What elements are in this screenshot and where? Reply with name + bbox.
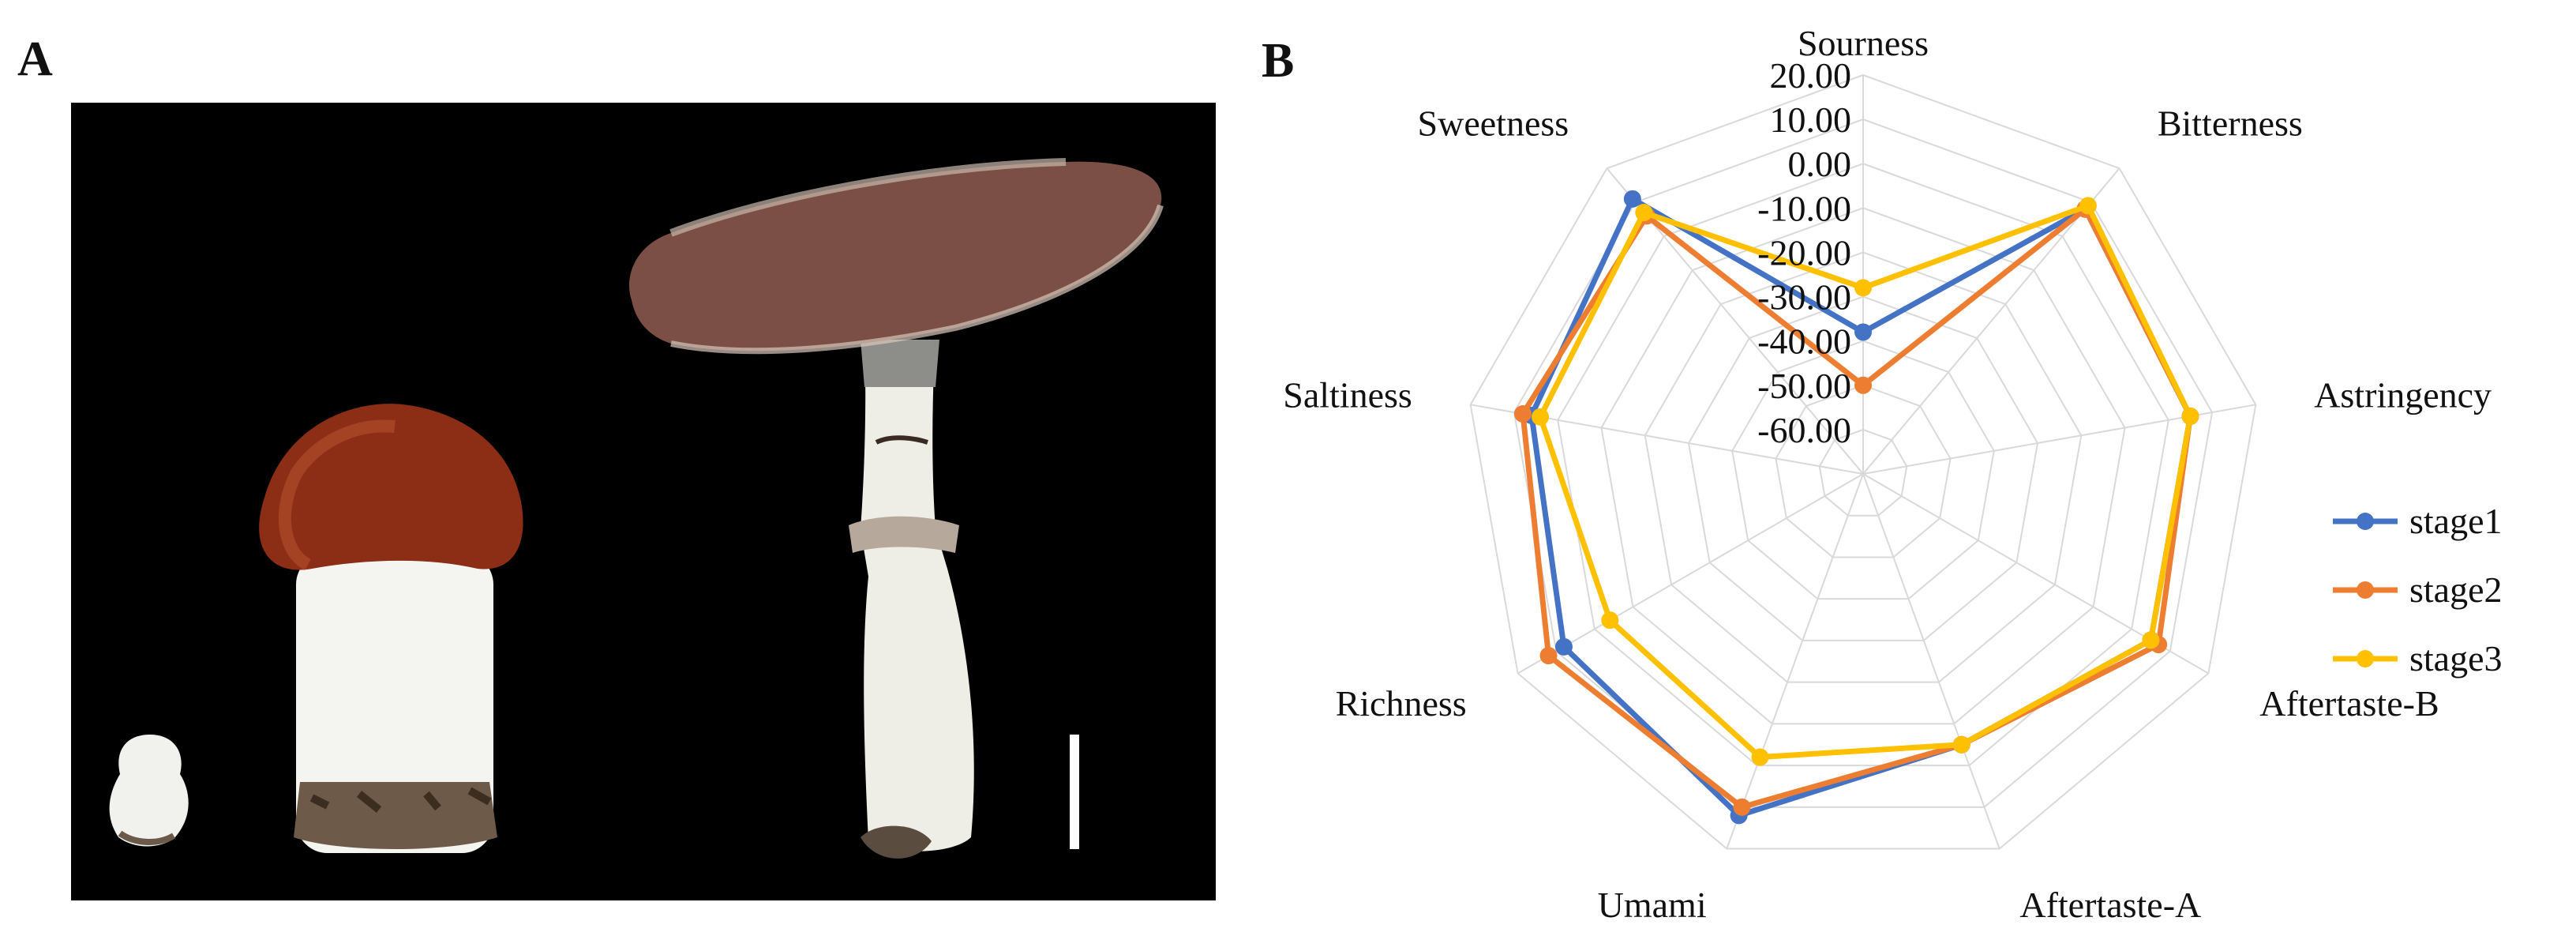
axis-label: Saltiness (1283, 374, 1412, 415)
data-point (1554, 637, 1573, 656)
tick-label: 10.00 (1770, 100, 1852, 140)
mushroom-egg-stage-icon (259, 404, 523, 853)
mushroom-button-stage-icon (109, 735, 189, 847)
radar-chart: 20.0010.000.00-10.00-20.00-30.00-40.00-5… (1283, 23, 2503, 925)
panel-letter-b: B (1262, 34, 1295, 88)
grid-ring (1818, 428, 1908, 517)
tick-label: 20.00 (1770, 55, 1852, 96)
grid-ring (1731, 340, 1995, 600)
grid-spoke (1517, 473, 1864, 675)
grid-ring (1644, 251, 2083, 683)
tick-label: -10.00 (1757, 188, 1851, 228)
grid-spoke (1726, 473, 1864, 849)
axis-label: Astringency (2314, 374, 2492, 415)
legend-label: stage2 (2409, 569, 2503, 610)
data-point (1532, 408, 1550, 426)
grid-ring (1513, 118, 2214, 808)
axis-label: Sourness (1798, 23, 1929, 63)
grid-ring (1687, 295, 2039, 641)
tick-label: -30.00 (1757, 277, 1851, 318)
axis-label: Richness (1336, 683, 1467, 724)
legend-label: stage1 (2409, 501, 2503, 541)
tick-label: 0.00 (1788, 144, 1852, 184)
legend-marker (2357, 513, 2374, 530)
series-stage3 (1532, 197, 2199, 766)
legend-entry-stage1: stage1 (2333, 501, 2503, 541)
grid-ring (1469, 73, 2257, 850)
radar-legend: stage1 stage2 stage3 (2333, 501, 2503, 679)
tick-label: -50.00 (1757, 366, 1851, 406)
data-point (1539, 647, 1558, 665)
data-point (1751, 748, 1769, 766)
radar-labels: 20.0010.000.00-10.00-20.00-30.00-40.00-5… (1283, 23, 2492, 925)
legend-marker (2357, 650, 2374, 667)
mushroom-mature-stage-icon (629, 158, 1164, 859)
data-point (1733, 798, 1751, 816)
data-point (1854, 376, 1872, 394)
data-point (1635, 204, 1653, 222)
legend-label: stage3 (2409, 638, 2503, 679)
grid-ring (1600, 207, 2126, 725)
axis-label: Aftertaste-B (2259, 683, 2439, 724)
tick-label: -60.00 (1757, 410, 1851, 450)
series-line (1537, 202, 2193, 761)
data-point (1601, 611, 1619, 630)
data-point (1513, 405, 1532, 423)
mushroom-photo (71, 103, 1216, 900)
legend-marker (2357, 581, 2374, 599)
axis-label: Umami (1598, 885, 1707, 925)
data-point (1854, 323, 1872, 341)
data-point (1854, 279, 1872, 297)
data-point (1952, 735, 1970, 754)
data-point (2142, 631, 2160, 649)
panel-letter-a: A (17, 32, 53, 86)
tick-label: -40.00 (1757, 321, 1851, 362)
scale-bar-icon (1070, 735, 1079, 849)
grid-spoke (1862, 473, 2000, 849)
data-point (1623, 190, 1641, 208)
data-point (2079, 197, 2097, 215)
axis-label: Bitterness (2158, 103, 2303, 144)
grid-ring (1557, 163, 2169, 767)
tick-label: -20.00 (1757, 232, 1851, 273)
grid-ring (1775, 384, 1952, 558)
legend-entry-stage3: stage3 (2333, 638, 2503, 679)
axis-label: Aftertaste-A (2019, 885, 2201, 925)
legend-entry-stage2: stage2 (2333, 569, 2503, 610)
data-point (2181, 407, 2199, 425)
radar-grid (1469, 73, 2257, 850)
radar-series (1513, 190, 2199, 825)
axis-label: Sweetness (1418, 103, 1569, 144)
